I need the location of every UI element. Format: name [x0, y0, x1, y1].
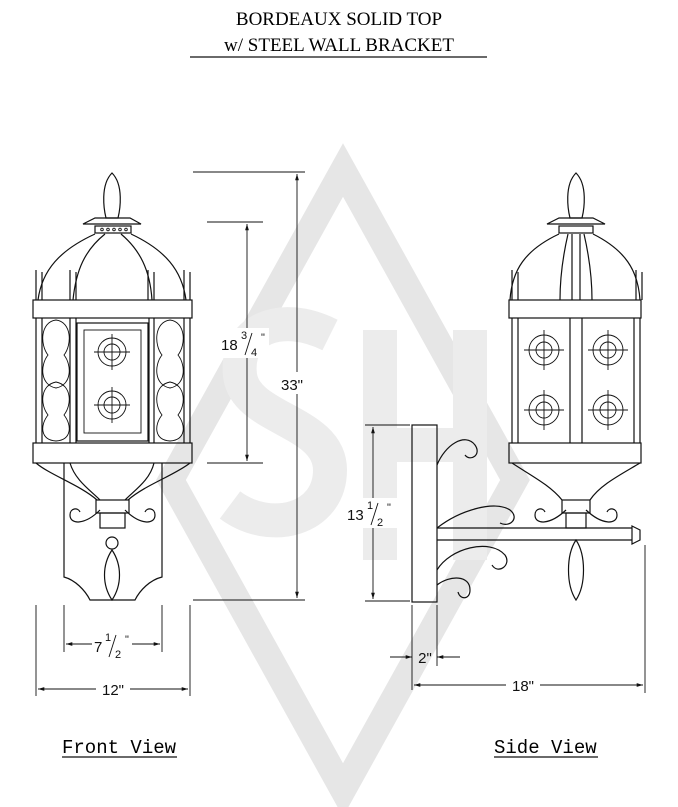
watermark-logo: [156, 143, 530, 807]
svg-text:": ": [261, 332, 265, 344]
svg-text:18": 18": [512, 678, 534, 695]
finial-icon: [103, 172, 121, 219]
side-view-label: Side View: [494, 737, 597, 759]
back-plate: [63, 463, 163, 601]
svg-text:33": 33": [281, 377, 303, 394]
svg-text:2: 2: [377, 517, 383, 529]
svg-text:13: 13: [347, 507, 364, 524]
side-view-lantern: [411, 172, 643, 603]
svg-text:2: 2: [115, 649, 121, 661]
dimension-body-height: 18 3 4 ": [207, 221, 269, 464]
dimension-backplate-width: 7 1 2 ": [63, 605, 163, 661]
dimension-overall-width: 12 ": [35, 605, 191, 699]
svg-text:7: 7: [94, 639, 102, 656]
front-view-label: Front View: [62, 737, 177, 759]
title-line-1: BORDEAUX SOLID TOP: [236, 9, 442, 30]
dimension-plate-depth: 2": [390, 605, 460, 690]
svg-text:1: 1: [367, 500, 373, 512]
svg-text:": ": [387, 502, 391, 514]
dimension-backplate-height: 13 1 2 ": [345, 424, 410, 602]
svg-text:12": 12": [102, 682, 124, 699]
title-line-2: w/ STEEL WALL BRACKET: [224, 35, 454, 56]
svg-text:2": 2": [418, 650, 432, 667]
dimension-overall-height: 33": [193, 171, 306, 601]
front-door: [76, 322, 149, 442]
svg-text:18: 18: [221, 337, 238, 354]
svg-text:": ": [125, 634, 129, 646]
dimension-projection: 18": [414, 545, 646, 696]
wall-plate: [411, 424, 438, 603]
svg-text:3: 3: [241, 330, 247, 342]
front-view-lantern: [32, 172, 193, 602]
svg-text:4: 4: [251, 347, 257, 359]
svg-text:1: 1: [105, 632, 111, 644]
